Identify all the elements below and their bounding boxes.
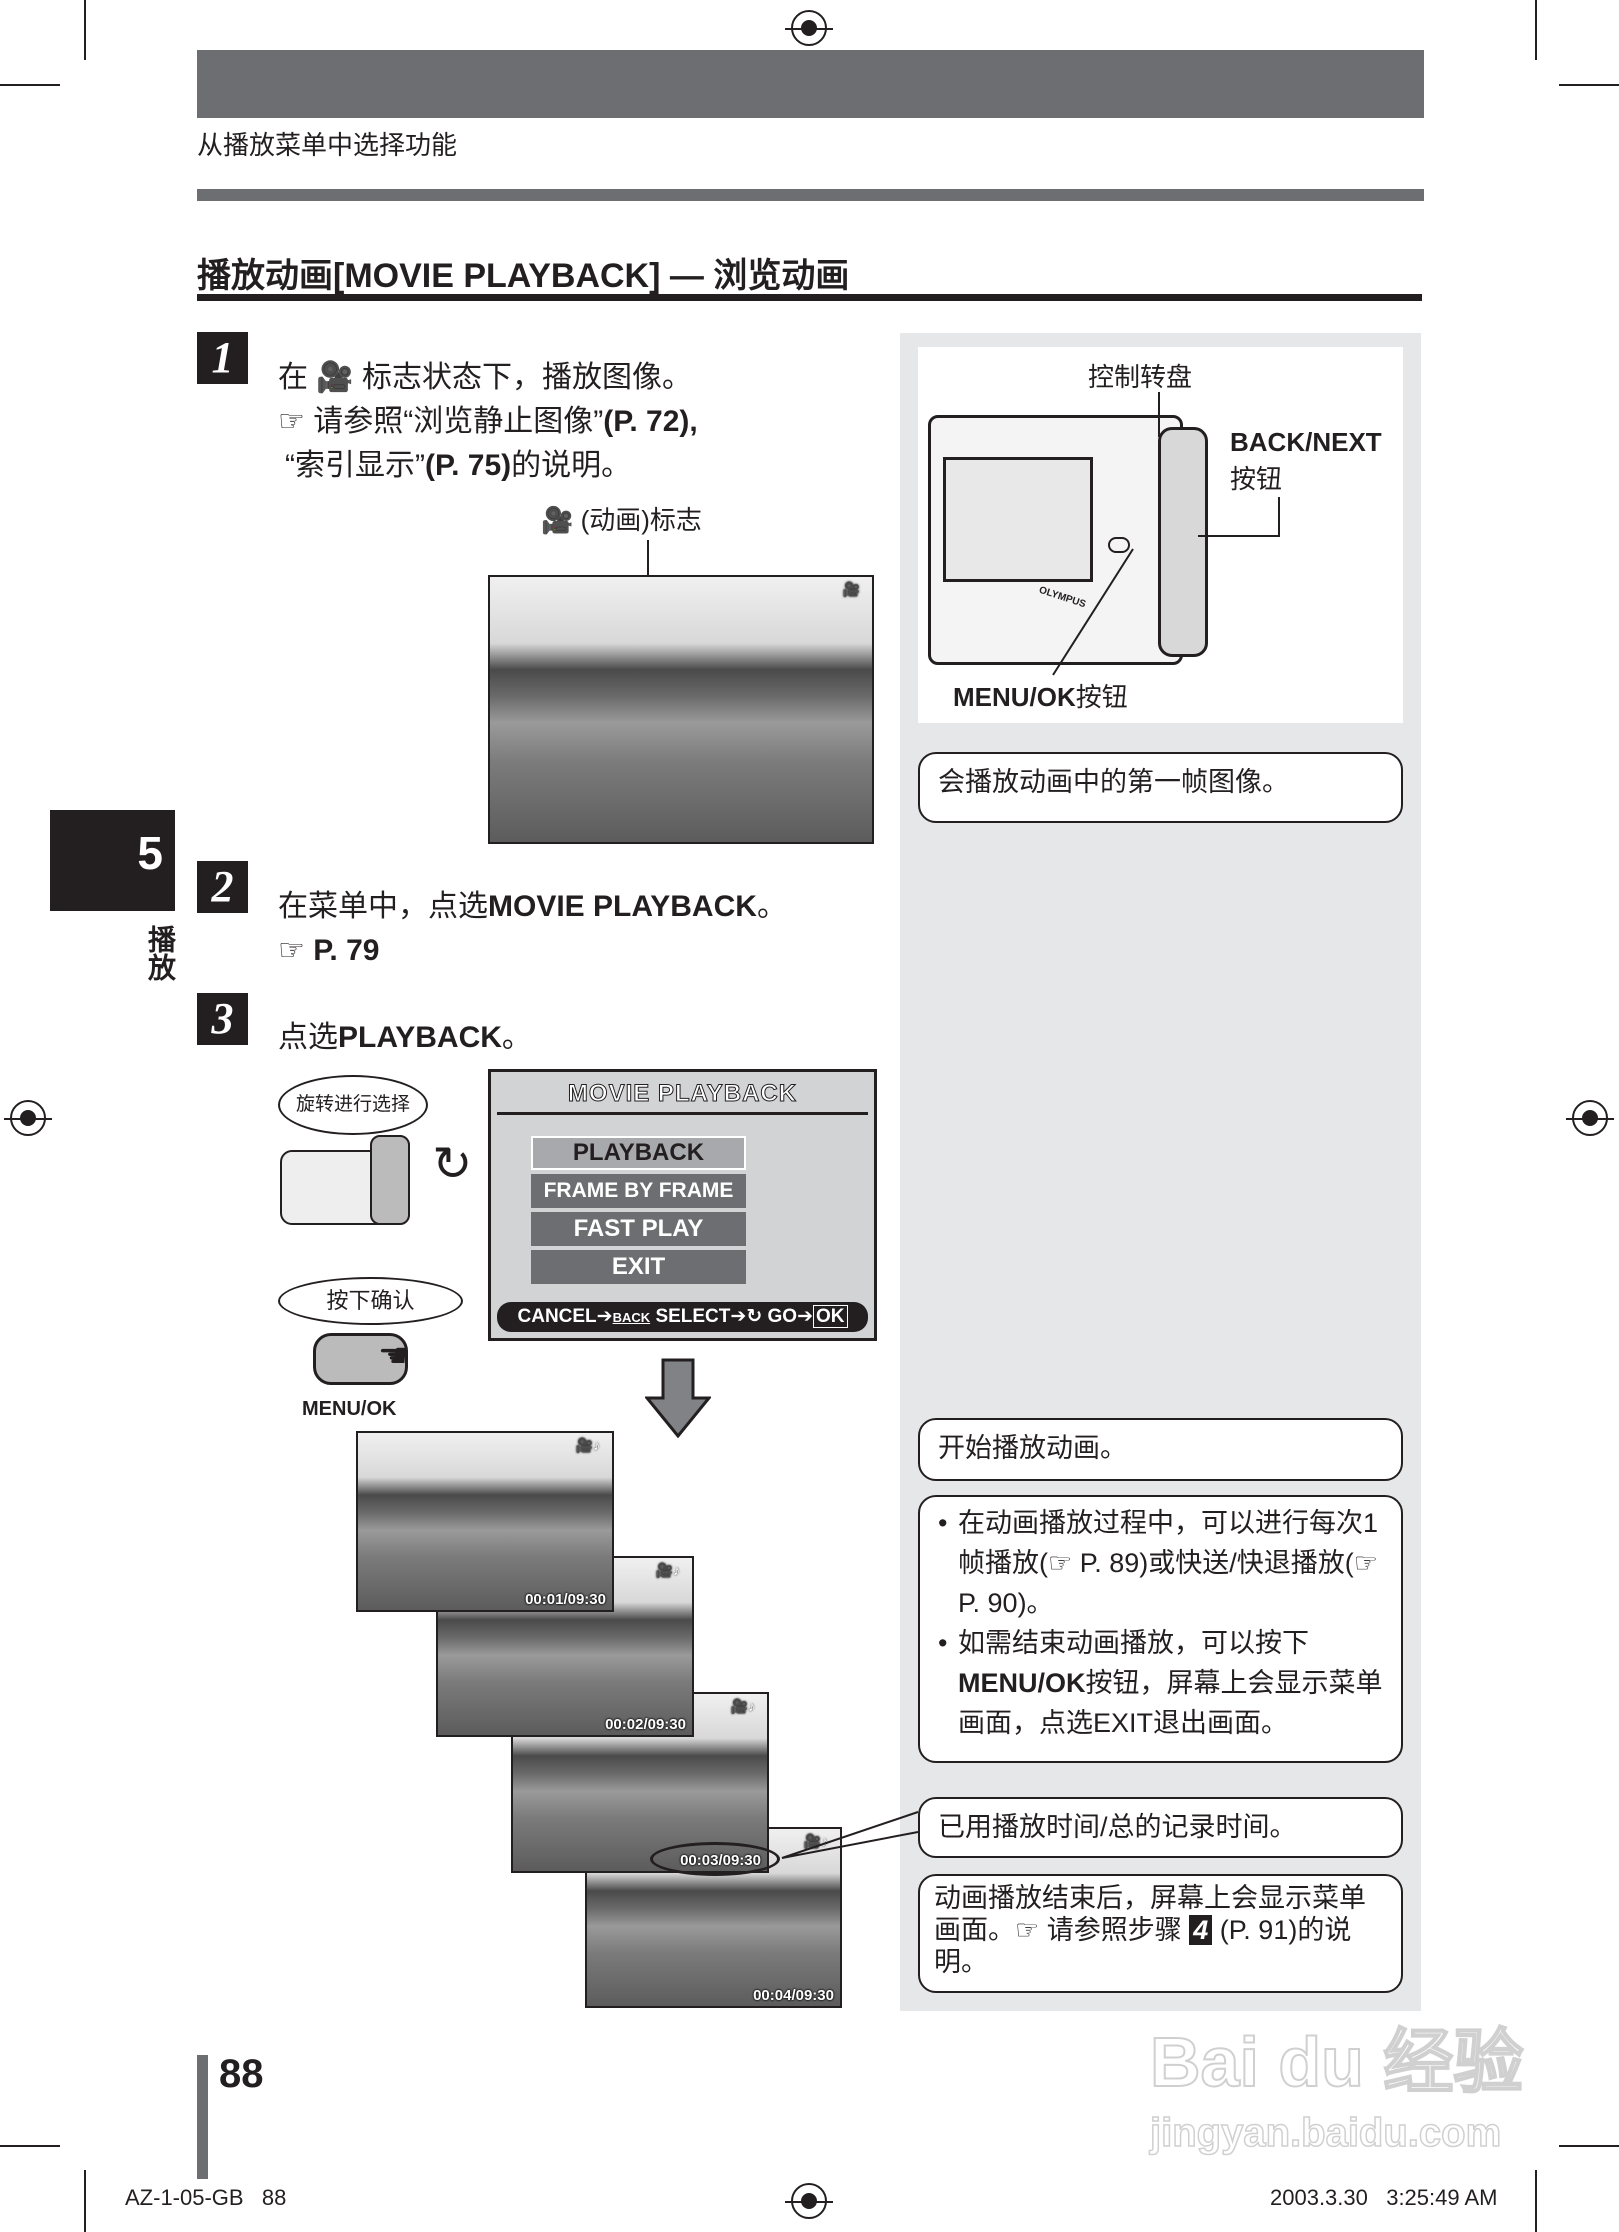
crop-mark (0, 2145, 60, 2147)
step-ref-badge: 4 (1189, 1915, 1213, 1945)
breadcrumb: 从播放菜单中选择功能 (197, 130, 458, 160)
step-1-ref: ☞ 请参照“浏览静止图像”(P. 72), (278, 405, 698, 438)
bullet-1: •在动画播放过程中，可以进行每次1帧播放(☞ P. 89)或快送/快退播放(☞ … (938, 1508, 1379, 1618)
menu-title-rule (497, 1112, 868, 1115)
menu-item-frame-by-frame[interactable]: FRAME BY FRAME (531, 1174, 746, 1208)
reference-hand-icon: ☞ (278, 934, 305, 967)
step-2-ref: ☞ P. 79 (278, 934, 380, 967)
title-rule (197, 294, 1422, 301)
menu-title: MOVIE PLAYBACK (567, 1080, 798, 1108)
registration-mark-icon (4, 1100, 52, 1136)
dial-icon: ↻ (746, 1306, 763, 1327)
step-badge-3: 3 (197, 993, 248, 1045)
step-1-text: 在 🎥 标志状态下，播放图像。 (278, 361, 693, 394)
step-3-text: 点选PLAYBACK。 (278, 1021, 532, 1054)
movie-icon: 🎥 (541, 505, 574, 535)
menu-footer: CANCEL➔BACK SELECT➔↻ GO➔OK (497, 1302, 868, 1332)
note-elapsed-time: 已用播放时间/总的记录时间。 (918, 1797, 1403, 1858)
reference-hand-icon: ☞ (278, 405, 305, 438)
pressing-hand-icon: ☚ (378, 1337, 409, 1375)
camera-lcd (943, 457, 1093, 582)
control-dial-icon (370, 1135, 410, 1225)
note-start-playback: 开始播放动画。 (918, 1418, 1403, 1481)
leader-line (1158, 392, 1160, 437)
movie-icon-label: 🎥 (动画)标志 (541, 505, 702, 535)
footer-left: AZ-1-05-GB 88 (125, 2185, 287, 2210)
chapter-label: 播放 (145, 925, 176, 981)
leader-line (1052, 548, 1134, 676)
registration-mark-icon (1566, 1100, 1614, 1136)
chapter-tab: 5 (50, 810, 175, 911)
crop-mark (0, 84, 60, 86)
back-next-label: BACK/NEXT (1230, 427, 1382, 457)
movie-sound-icon: 🎥♪ (575, 1437, 600, 1453)
baidu-watermark-url: jingyan.baidu.com (1149, 2110, 1502, 2156)
header-divider (197, 189, 1424, 201)
menu-ok-button (1108, 537, 1130, 553)
crop-mark (1559, 84, 1619, 86)
crop-mark (1535, 0, 1537, 60)
menu-item-exit[interactable]: EXIT (531, 1250, 746, 1284)
leader-line (647, 540, 649, 600)
footer-right: 2003.3.30 3:25:49 AM (1270, 2185, 1498, 2210)
movie-sound-icon: 🎥♪ (655, 1562, 680, 1578)
crop-mark (84, 2170, 86, 2232)
movie-sound-icon: 🎥♪ (730, 1698, 755, 1714)
dial-label: 控制转盘 (1088, 362, 1193, 392)
page-number-bar (197, 2055, 208, 2179)
movie-icon: 🎥 (842, 581, 860, 597)
note-first-frame: 会播放动画中的第一帧图像。 (918, 752, 1403, 823)
note-playback-tips: •在动画播放过程中，可以进行每次1帧播放(☞ P. 89)或快送/快退播放(☞ … (918, 1495, 1403, 1763)
crop-mark (1559, 2145, 1619, 2147)
step-2-text: 在菜单中，点选MOVIE PLAYBACK。 (278, 890, 787, 923)
baidu-watermark-logo: Bai du 经验 (1149, 2022, 1524, 2102)
page-number: 88 (219, 2052, 264, 2096)
camera-side (1158, 427, 1208, 657)
down-arrow-icon (645, 1358, 711, 1438)
time-highlight-ellipse (650, 1842, 780, 1876)
back-next-label-2: 按钮 (1230, 464, 1283, 494)
registration-mark-icon (785, 2183, 833, 2219)
menu-item-playback[interactable]: PLAYBACK (531, 1136, 746, 1170)
menu-ok-button-illustration (313, 1333, 408, 1385)
step-badge-2: 2 (197, 861, 248, 913)
menu-ok-label: MENU/OK (302, 1398, 397, 1420)
camera-diagram: OLYMPUS 控制转盘 BACK/NEXT 按钮 MENU/OK按钮 (918, 347, 1403, 723)
press-hint-bubble: 按下确认 (278, 1277, 463, 1325)
dial-hint-bubble: 旋转进行选择 (278, 1075, 428, 1135)
step-badge-1: 1 (197, 332, 248, 384)
section-title: 播放动画[MOVIE PLAYBACK] — 浏览动画 (197, 257, 850, 295)
menu-ok-diagram-label: MENU/OK (953, 682, 1076, 712)
movie-icon: 🎥 (316, 361, 354, 394)
step-1-ref-2: “索引显示”(P. 75)的说明。 (285, 449, 632, 482)
playback-frame-1: 🎥♪00:01/09:30 (356, 1431, 614, 1612)
crop-mark (1535, 2170, 1537, 2232)
callout-pointer (781, 1811, 919, 1859)
rotate-arrow-icon: ↻ (432, 1138, 473, 1191)
leader-line (1198, 535, 1280, 537)
header-bar (197, 50, 1424, 118)
note-playback-end: 动画播放结束后，屏幕上会显示菜单画面。☞ 请参照步骤 4 (P. 91)的说明。 (918, 1874, 1403, 1993)
menu-item-fast-play[interactable]: FAST PLAY (531, 1212, 746, 1246)
leader-line (1278, 497, 1280, 537)
motocross-photo: 🎥 (488, 575, 874, 844)
crop-mark (84, 0, 86, 60)
movie-playback-menu-screen: MOVIE PLAYBACK PLAYBACK FRAME BY FRAME F… (488, 1069, 877, 1341)
bullet-2: •如需结束动画播放，可以按下MENU/OK按钮，屏幕上会显示菜单画面，点选EXI… (938, 1628, 1383, 1738)
registration-mark-icon (785, 10, 833, 46)
